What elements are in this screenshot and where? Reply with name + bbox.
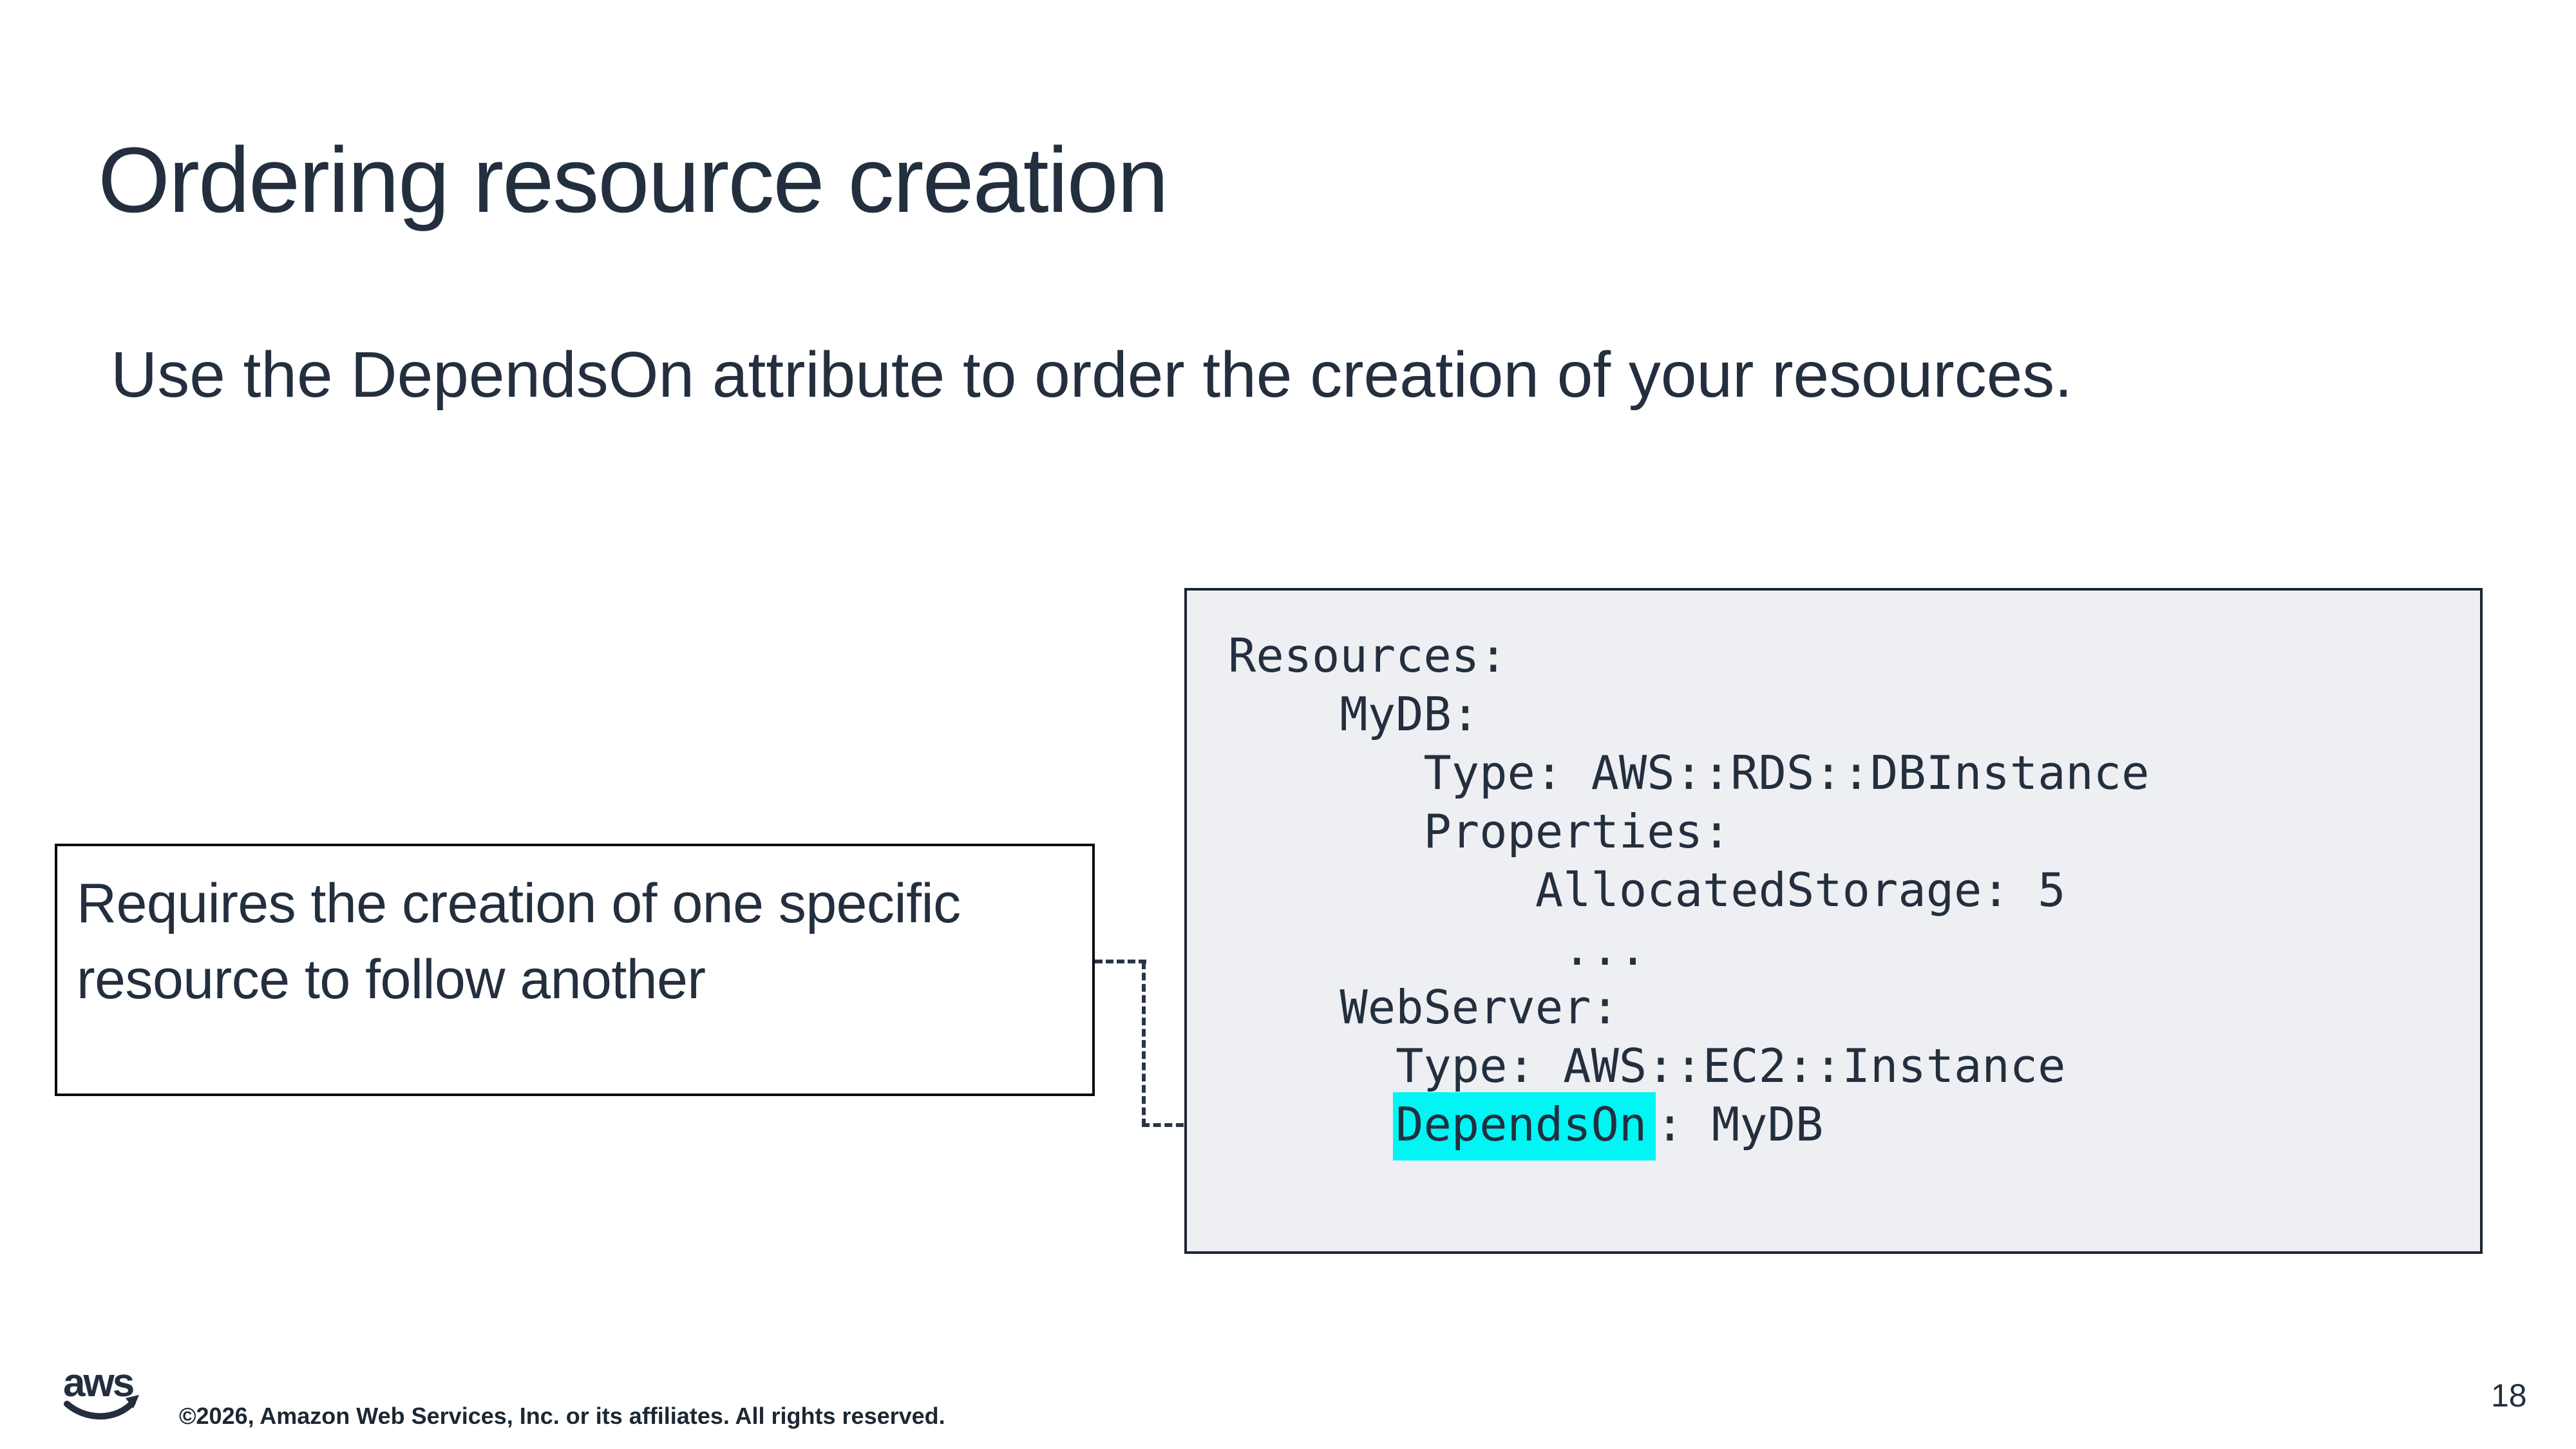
code-line: MyDB:	[1228, 687, 1480, 741]
connector-segment-horizontal-1	[1095, 960, 1146, 963]
code-snippet: Resources: MyDB: Type: AWS::RDS::DBInsta…	[1228, 627, 2150, 1160]
aws-logo-text: aws	[63, 1361, 133, 1405]
code-line: Type: AWS::EC2::Instance	[1228, 1039, 2066, 1093]
page-number: 18	[2491, 1378, 2527, 1414]
page-title: Ordering resource creation	[98, 128, 1169, 232]
code-line: Properties:	[1228, 804, 1731, 858]
aws-smile-icon	[64, 1399, 136, 1420]
callout-box: Requires the creation of one specific re…	[55, 844, 1095, 1096]
code-line: AllocatedStorage: 5	[1228, 863, 2066, 917]
callout-text-line1: Requires the creation of one specific	[77, 873, 961, 934]
dependson-highlight: DependsOn	[1393, 1092, 1656, 1160]
code-line-dependson: DependsOn: MyDB	[1228, 1092, 2149, 1160]
aws-smile-arrow-icon	[126, 1395, 139, 1408]
code-panel: Resources: MyDB: Type: AWS::RDS::DBInsta…	[1184, 588, 2483, 1254]
code-line: Type: AWS::RDS::DBInstance	[1228, 746, 2150, 800]
code-line: WebServer:	[1228, 980, 1619, 1034]
aws-logo: aws	[63, 1361, 139, 1420]
footer-copyright: ©2026, Amazon Web Services, Inc. or its …	[179, 1403, 945, 1429]
code-line: Resources:	[1228, 629, 1508, 683]
callout-text-line2: resource to follow another	[77, 949, 706, 1010]
slide-subtitle: Use the DependsOn attribute to order the…	[111, 339, 2073, 411]
code-line: ...	[1228, 922, 1647, 976]
connector-segment-vertical	[1142, 961, 1146, 1126]
